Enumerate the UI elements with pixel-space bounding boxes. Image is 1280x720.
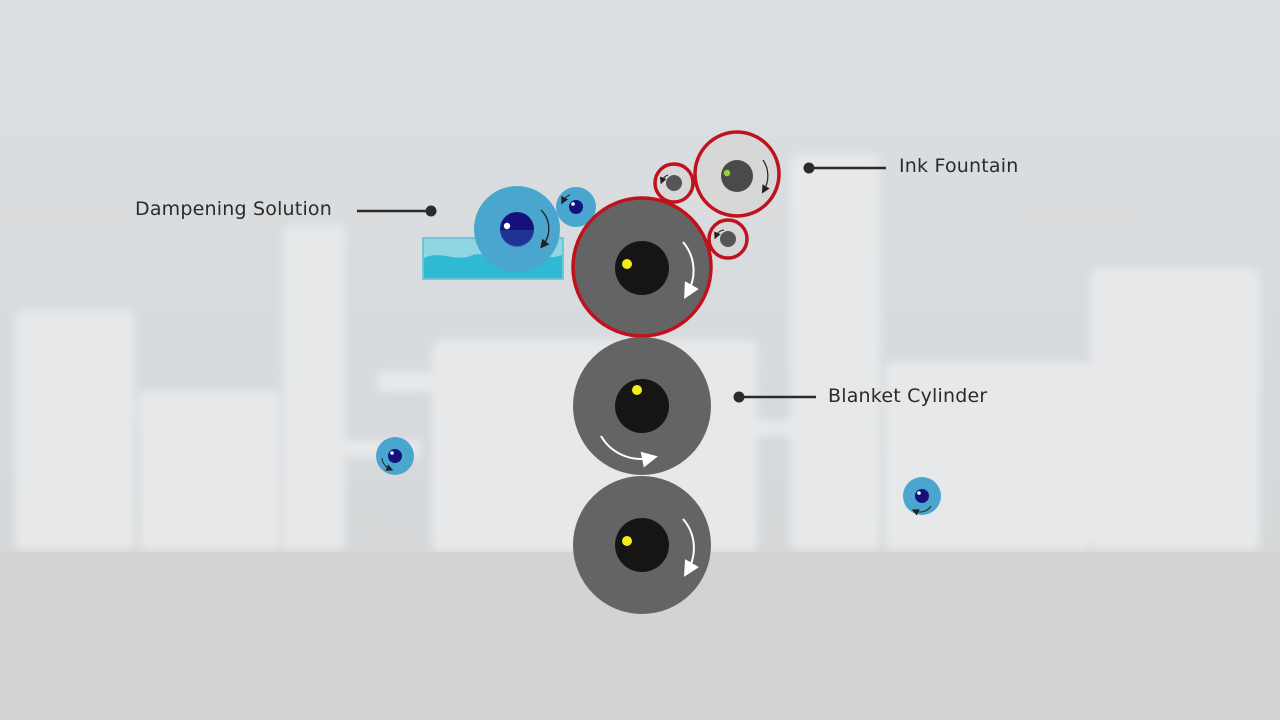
impression-cylinder	[573, 476, 711, 614]
dampening-roller	[474, 186, 560, 272]
plate-cylinder	[571, 196, 713, 338]
leader-blanket	[733, 391, 816, 403]
ink-fountain-roller	[693, 130, 781, 218]
label-ink-fountain: Ink Fountain	[899, 155, 1019, 177]
ink-roller-small-left	[653, 162, 695, 204]
label-dampening-solution: Dampening Solution	[135, 198, 332, 220]
floating-water-roller-right	[903, 477, 941, 516]
floating-water-roller-left	[376, 437, 414, 475]
blanket-cylinder	[573, 337, 711, 475]
ink-roller-small-right	[707, 218, 749, 260]
leader-dampening	[357, 205, 437, 217]
leader-ink	[803, 162, 886, 174]
dampening-small-roller	[556, 187, 596, 227]
label-blanket-cylinder: Blanket Cylinder	[828, 385, 988, 407]
